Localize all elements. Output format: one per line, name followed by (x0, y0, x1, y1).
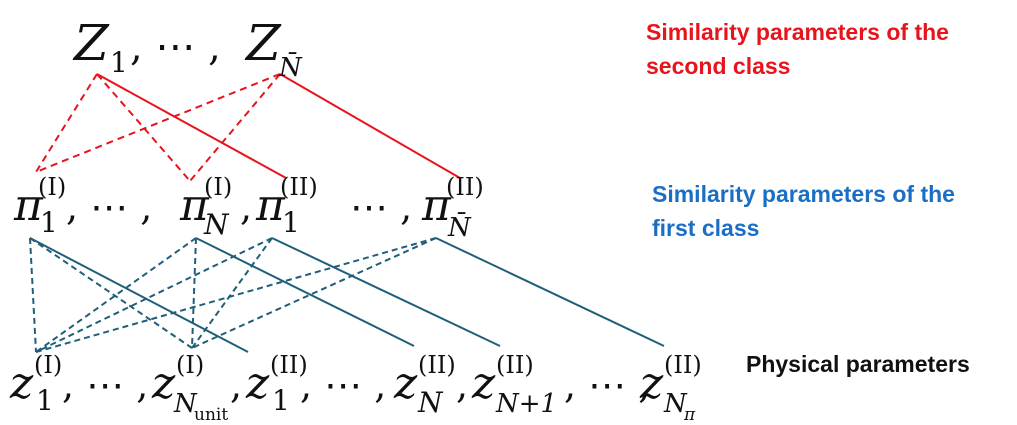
pi-symbol-N-I: π (179, 180, 210, 231)
link-pi1I-z1II (29, 237, 249, 353)
z-symbol-first: Z (72, 14, 110, 72)
link-pi1II-zNunitI (191, 237, 273, 349)
first-class-to-physical-connections (29, 237, 665, 353)
z-phys-1-sub-1-II: 1 (272, 384, 290, 417)
link-pi1II-zN1II (271, 237, 501, 347)
z-phys-ellipsis-1: , ⋯ , (62, 363, 148, 407)
z-phys-ellipsis-3: , ⋯ , (564, 363, 650, 407)
second-class-label-line1: Similarity parameters of the (646, 19, 949, 45)
link-z1-pi1-I (35, 73, 98, 173)
z-phys-comma-2: , (456, 363, 468, 407)
second-class-label: Similarity parameters of the second clas… (646, 19, 949, 79)
z-phys-Npi-sub-pi: π (683, 405, 696, 425)
physical-parameters-expression: z (I) 1 , ⋯ , z (I) N unit , z (II) 1 , … (9, 351, 702, 425)
link-pi1I-z1I (29, 237, 37, 353)
first-class-parameters-expression: π (I) 1 , ⋯ , π (I) N , π (II) 1 ⋯ , π (… (13, 173, 484, 243)
link-z1-piN-I (96, 73, 191, 182)
second-to-first-class-connections (35, 73, 461, 182)
pi-1-sup-II: (II) (280, 173, 318, 201)
physical-parameters-label: Physical parameters (746, 351, 970, 377)
link-zN-piN-I (189, 73, 281, 182)
pi-symbol-1-II: π (255, 180, 286, 231)
z-phys-Npi-sub-N: N (663, 389, 688, 419)
z-phys-comma-1: , (230, 363, 242, 407)
pi-comma-1: , (240, 185, 252, 229)
link-piNbarII-z1I (35, 237, 437, 353)
z-phys-Nunit-I: z (151, 358, 176, 409)
link-pi1I-zNunitI (29, 237, 193, 349)
second-class-parameters-expression: Z 1 , ⋯ , Z N̄ (72, 14, 303, 83)
pi-1-sub-1: 1 (40, 206, 58, 239)
link-piNI-zNunitI (191, 237, 197, 349)
z-phys-ellipsis-2: , ⋯ , (300, 363, 386, 407)
pi-Nbar-sup-II: (II) (446, 173, 484, 201)
pi-Nbar-sub-Nbar: N̄ (447, 211, 472, 243)
z-phys-N1-II: z (471, 358, 496, 409)
z-phys-1-sup-I: (I) (34, 351, 62, 379)
link-piNbarII-zNunitI (191, 237, 437, 349)
first-class-label-line2: first class (652, 215, 759, 241)
z-phys-Npi-sup-II: (II) (664, 351, 702, 379)
link-piNbarII-zNpiII (435, 237, 665, 347)
z-phys-1-I: z (9, 358, 34, 409)
z-phys-N-sub-N: N (417, 386, 444, 419)
first-class-label-line1: Similarity parameters of the (652, 181, 955, 207)
z-phys-Nunit-sup-I: (I) (176, 351, 204, 379)
pi-1-sub-1-II: 1 (282, 206, 300, 239)
pi-symbol-1-I: π (13, 180, 44, 231)
pi-N-sup-I: (I) (204, 173, 232, 201)
z-phys-1-sup-II: (II) (270, 351, 308, 379)
z-phys-N-sup-II: (II) (418, 351, 456, 379)
second-class-label-line2: second class (646, 53, 790, 79)
first-class-label: Similarity parameters of the first class (652, 181, 955, 241)
link-z1-pi1-II (96, 73, 287, 179)
z-subscript-1: 1 (110, 46, 128, 79)
link-pi1II-z1I (35, 237, 273, 353)
z-phys-N-II: z (393, 358, 418, 409)
pi-N-sub-N: N (203, 208, 230, 241)
pi-symbol-Nbar-II: π (421, 180, 452, 231)
z-ellipsis: , ⋯ , (130, 24, 221, 70)
physical-parameters-label-text: Physical parameters (746, 351, 970, 377)
z-phys-N1-sub: N+1 (495, 389, 557, 419)
z-phys-Nunit-sub-N: N (173, 389, 198, 419)
z-subscript-nbar: N̄ (278, 51, 303, 83)
z-phys-Npi-II: z (639, 358, 664, 409)
z-phys-1-II: z (245, 358, 270, 409)
link-zN-piNbar-II (279, 73, 461, 179)
z-phys-N1-sup-II: (II) (496, 351, 534, 379)
link-piNI-zNII (195, 237, 415, 347)
pi-ellipsis-1: , ⋯ , (66, 185, 152, 229)
z-phys-Nunit-sub-unit: unit (194, 405, 228, 425)
z-symbol-last: Z (244, 14, 282, 72)
z-phys-1-sub-1: 1 (36, 384, 54, 417)
link-piNI-z1I (35, 237, 197, 353)
pi-1-sup-I: (I) (38, 173, 66, 201)
pi-ellipsis-2: ⋯ , (350, 185, 412, 229)
link-zN-pi1-I (35, 73, 281, 173)
